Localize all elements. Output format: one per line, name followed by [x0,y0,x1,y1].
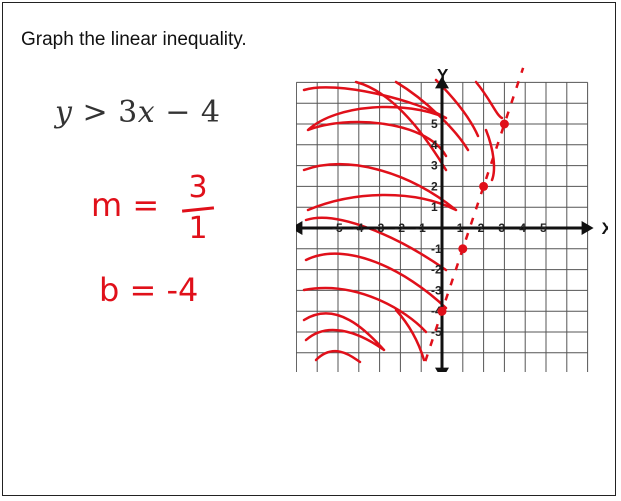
slope-label: m = [91,186,160,224]
y-arrow-up [435,76,449,89]
slope-fraction: 3 1 [178,173,218,244]
eq-y: y [55,95,73,130]
intercept-label: b = -4 [99,271,199,309]
x-tick-label: 3 [498,221,505,235]
y-tick-label: -2 [431,263,442,277]
y-tick-label: 2 [431,179,438,193]
shading-stroke [394,308,426,362]
x-tick-label: 5 [540,221,547,235]
y-tick-label: -1 [431,242,442,256]
shading-stroke [354,80,448,172]
eq-rest: − 4 [155,95,221,130]
x-arrow-left [296,221,303,235]
x-axis-label: X [602,219,608,238]
data-point [499,119,509,129]
y-tick-label: 4 [431,138,438,152]
y-tick-label: 5 [431,117,438,131]
y-tick-label: -3 [431,283,442,297]
shading-stroke [302,312,386,352]
shading-stroke [314,350,362,364]
y-arrow-down [435,367,449,372]
x-tick-label: -5 [332,221,343,235]
plotted-points [437,119,509,316]
y-tick-label: 3 [431,159,438,173]
data-point [437,306,447,316]
shading-stroke [304,252,448,310]
shading-stroke [302,86,448,158]
x-tick-label: -4 [353,221,364,235]
x-tick-label: 4 [519,221,526,235]
axes [296,76,594,372]
x-tick-label: -3 [374,221,385,235]
y-tick-label: 1 [431,200,438,214]
shading-stroke [302,163,458,212]
data-point [479,181,489,191]
shading-stroke [394,80,470,152]
data-point [458,244,468,254]
prompt-text: Graph the linear inequality. [21,29,247,50]
x-tick-label: -2 [394,221,405,235]
x-tick-label: 1 [457,221,464,235]
x-tick-label: -1 [415,221,426,235]
y-tick-label: -5 [431,325,442,339]
inequality-equation: y > 3x − 4 [55,95,220,130]
x-tick-label: 2 [478,221,485,235]
y-axis-label: Y [437,65,449,84]
x-arrow-right [581,221,594,235]
slope-denominator: 1 [188,210,208,246]
shading-stroke [302,286,428,334]
eq-op: > 3 [72,95,138,130]
eq-x: x [137,95,156,130]
slope-numerator: 3 [188,170,208,205]
shading-stroke [474,80,504,120]
y-tick-label: -4 [431,304,442,318]
